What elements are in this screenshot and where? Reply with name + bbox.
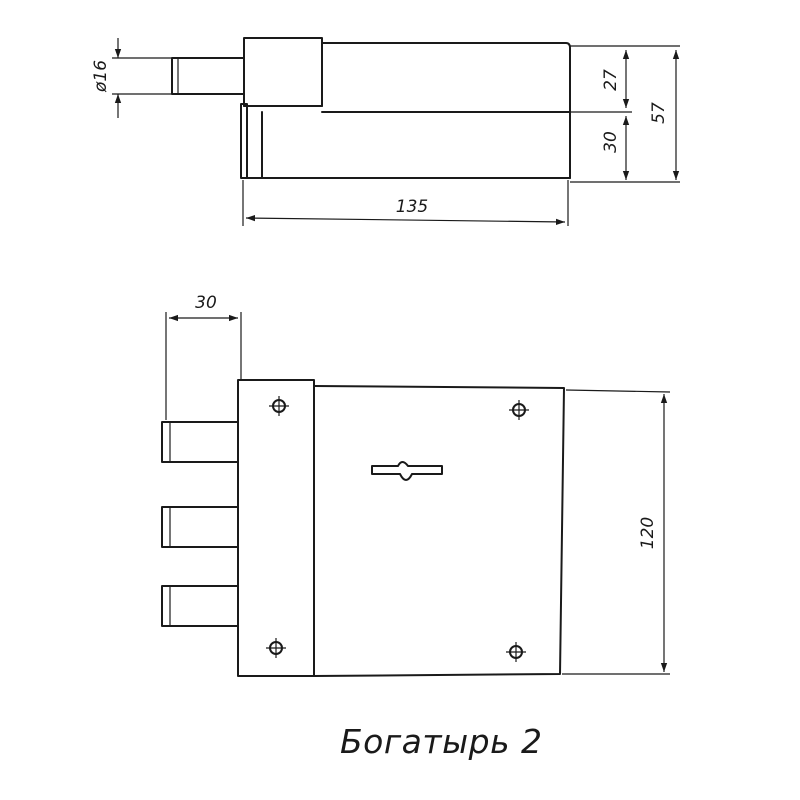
dim-height-front: 120 — [638, 517, 658, 549]
dim-pin-offset: 30 — [195, 293, 217, 313]
top-lock-body — [321, 42, 571, 113]
front-pin-2 — [161, 506, 239, 548]
screw-hole-4 — [506, 642, 526, 662]
top-thin-plate — [240, 103, 248, 179]
top-faceplate — [243, 37, 323, 107]
top-view — [171, 37, 571, 179]
top-pin — [171, 57, 245, 95]
dim-h-lower: 30 — [601, 131, 621, 153]
drawing-title: Богатырь 2 — [340, 722, 543, 761]
top-dimensions: ø16 27 30 57 135 — [91, 38, 680, 226]
screw-hole-1 — [269, 396, 289, 416]
front-pin-3 — [161, 585, 239, 627]
keyhole — [371, 461, 443, 481]
front-lock-body — [313, 385, 565, 677]
dim-h-upper: 27 — [601, 69, 621, 91]
front-faceplate — [237, 379, 315, 677]
dim-length: 135 — [396, 197, 428, 217]
front-dimensions: 30 120 — [165, 293, 671, 675]
screw-hole-3 — [266, 638, 286, 658]
front-view — [161, 379, 565, 677]
front-pin-1 — [161, 421, 239, 463]
dim-diameter: ø16 — [91, 60, 111, 93]
screw-hole-2 — [509, 400, 529, 420]
dim-h-total: 57 — [649, 102, 669, 124]
